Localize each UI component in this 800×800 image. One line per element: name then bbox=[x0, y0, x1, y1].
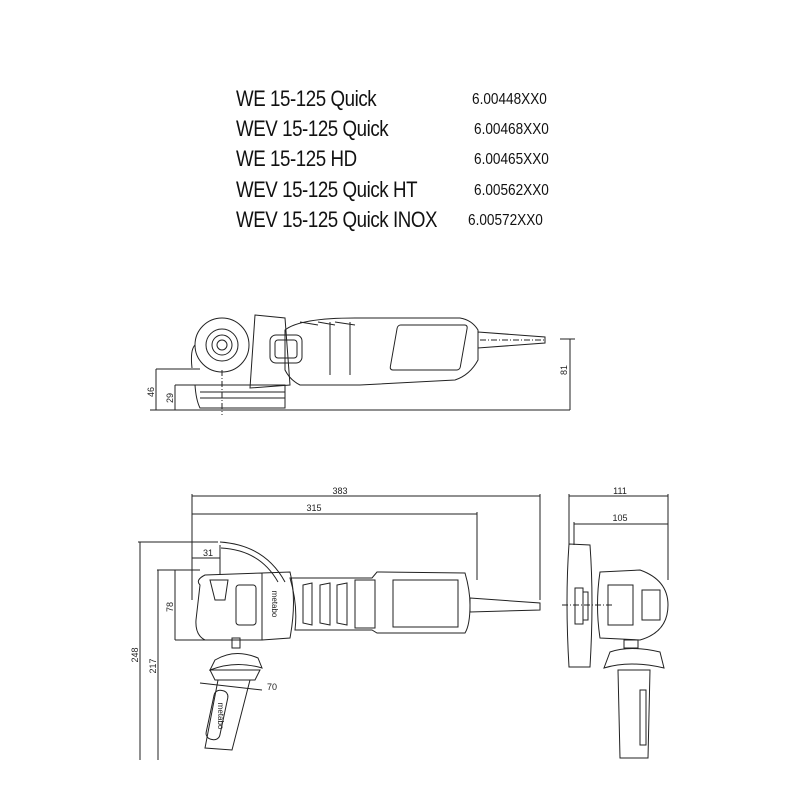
dim-81: 81 bbox=[559, 365, 569, 375]
dim-217: 217 bbox=[148, 658, 158, 673]
model-name: WEV 15-125 Quick HT bbox=[236, 177, 418, 202]
model-name: WE 15-125 Quick bbox=[236, 86, 377, 111]
model-number: 6.00572XX0 bbox=[468, 212, 543, 229]
dim-46: 46 bbox=[146, 387, 156, 397]
dim-29: 29 bbox=[165, 393, 175, 403]
model-name: WEV 15-125 Quick INOX bbox=[236, 207, 438, 232]
dim-105: 105 bbox=[612, 513, 627, 523]
model-number: 6.00468XX0 bbox=[474, 121, 549, 138]
dim-31: 31 bbox=[203, 548, 213, 558]
dim-248: 248 bbox=[130, 647, 140, 662]
dim-70: 70 bbox=[267, 682, 277, 692]
brand-label: metabo bbox=[270, 591, 279, 618]
dim-315: 315 bbox=[306, 503, 321, 513]
model-number: 6.00562XX0 bbox=[474, 182, 549, 199]
dim-111: 111 bbox=[613, 486, 627, 496]
model-number: 6.00465XX0 bbox=[474, 151, 549, 168]
dim-78: 78 bbox=[165, 602, 175, 612]
dim-383: 383 bbox=[332, 486, 347, 496]
model-name: WEV 15-125 Quick bbox=[236, 116, 389, 141]
handle-brand-label: metabo bbox=[216, 703, 225, 730]
model-name: WE 15-125 HD bbox=[236, 146, 357, 171]
model-number: 6.00448XX0 bbox=[472, 91, 547, 108]
